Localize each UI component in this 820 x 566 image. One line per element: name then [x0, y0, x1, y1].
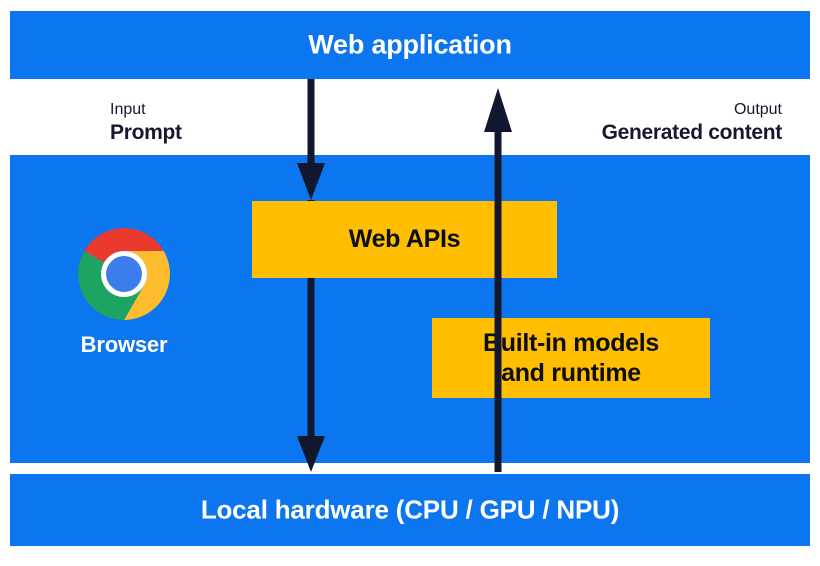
annotation-output: Output Generated content [601, 100, 783, 146]
annotation-input-kicker: Input [110, 101, 146, 118]
annotation-output-label: Generated content [601, 121, 783, 144]
band-local-hardware-label: Local hardware (CPU / GPU / NPU) [200, 494, 620, 525]
box-builtin-models-line2: and runtime [501, 359, 641, 387]
box-builtin-models-label: Built-in models and runtime [483, 328, 659, 389]
annotation-output-kicker: Output [733, 101, 782, 118]
band-web-application: Web application [10, 11, 810, 79]
browser-label: Browser [80, 332, 168, 357]
browser-block: Browser [78, 228, 170, 358]
box-web-apis-label: Web APIs [348, 225, 461, 254]
box-builtin-models[interactable]: Built-in models and runtime [432, 318, 710, 398]
band-web-application-label: Web application [308, 29, 512, 60]
chrome-logo-icon [78, 228, 170, 320]
annotation-input: Input Prompt [110, 100, 182, 146]
band-local-hardware: Local hardware (CPU / GPU / NPU) [10, 474, 810, 546]
box-web-apis[interactable]: Web APIs [252, 201, 557, 278]
box-builtin-models-line1: Built-in models [482, 328, 660, 357]
annotation-input-label: Prompt [110, 121, 182, 144]
